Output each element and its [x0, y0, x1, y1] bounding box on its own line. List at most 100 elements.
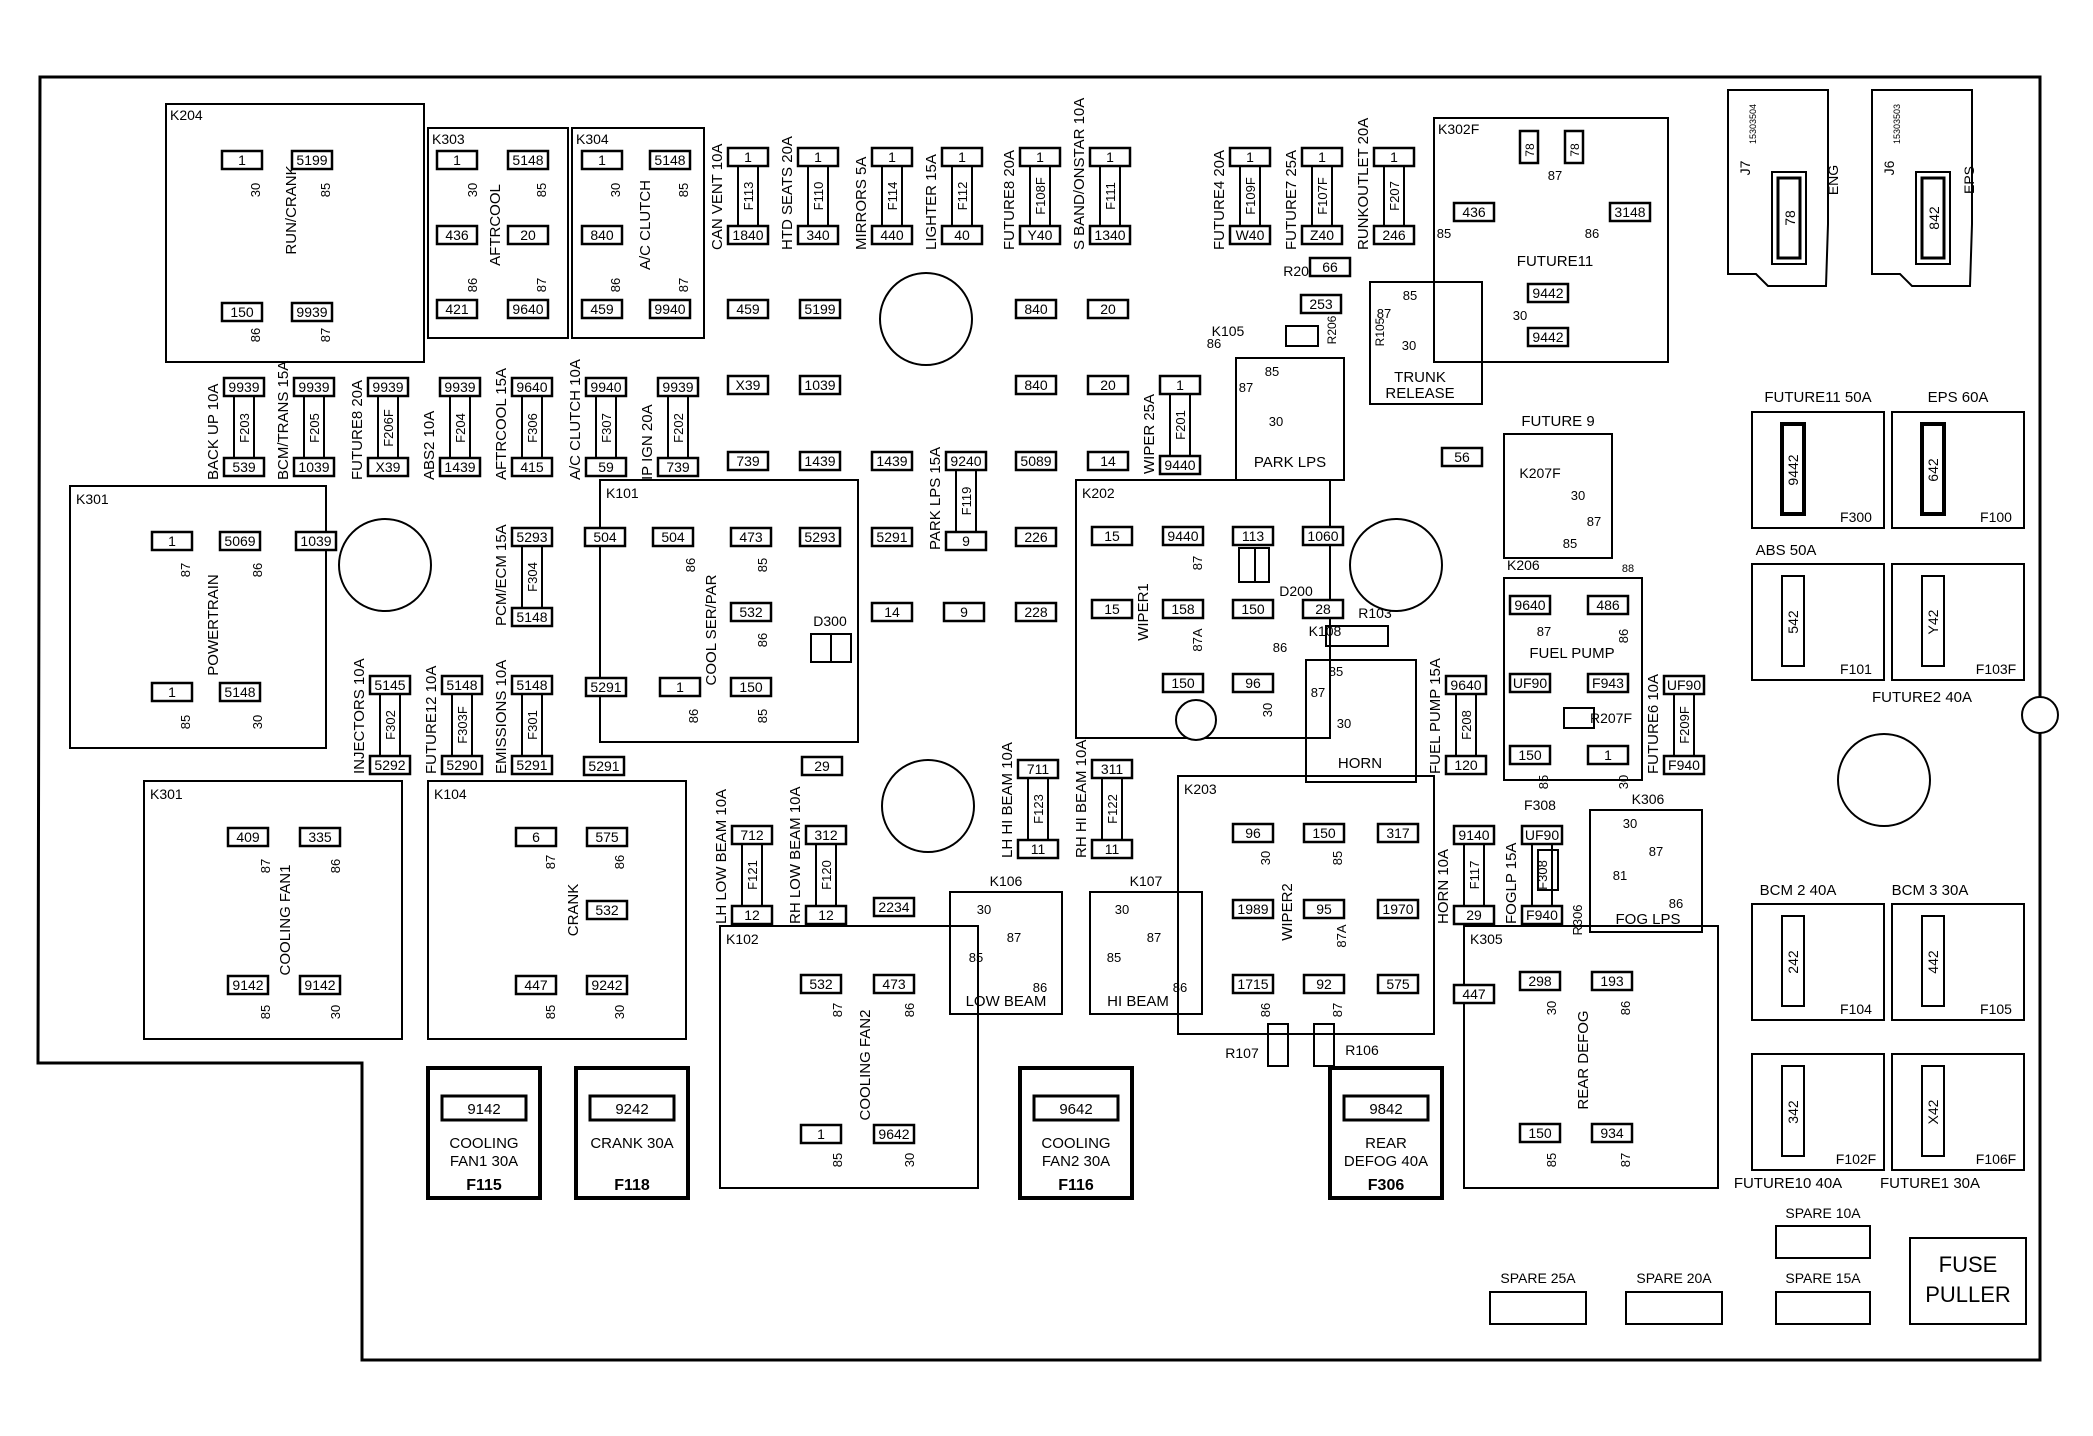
- pin: 85: [1403, 288, 1417, 303]
- maxi-fuse-id: F306: [1368, 1177, 1405, 1194]
- maxi-fuse-window: [440, 1094, 528, 1122]
- fuse-label-f306: AFTRCOOL 15A: [493, 368, 510, 480]
- pin: 30: [465, 183, 480, 197]
- terminal-label: 9939: [372, 379, 403, 395]
- fuse-label-f110: HTD SEATS 20A: [779, 136, 796, 250]
- connector-j7: [1727, 89, 1829, 287]
- fuse-label-f121: LH LOW BEAM 10A: [713, 789, 730, 924]
- terminal-label: 1: [598, 152, 606, 168]
- terminal: 436: [1452, 201, 1496, 223]
- d300: D300: [813, 613, 847, 629]
- pin: 86: [608, 278, 623, 292]
- diode: [810, 633, 832, 663]
- terminal: 15: [1090, 598, 1134, 620]
- pin: 87A: [1190, 628, 1205, 651]
- terminal-label: 840: [1024, 301, 1048, 317]
- terminal-label: 5199: [296, 152, 327, 168]
- fuse-label-f203: BACK UP 10A: [205, 384, 222, 480]
- connector-name: EPS: [1961, 166, 1977, 194]
- fuse-bottom-terminal: 1840: [726, 224, 770, 246]
- terminal-box: [220, 301, 264, 323]
- terminal-label: 5089: [1020, 453, 1051, 469]
- pin: 30: [1402, 338, 1416, 353]
- maxi-fuse-label-2: FAN2 30A: [1042, 1153, 1110, 1170]
- pin: 87: [1311, 685, 1325, 700]
- jcase-fuse-id: F102F: [1836, 1151, 1876, 1167]
- terminal-box: [1299, 293, 1343, 315]
- terminal-label: 5148: [516, 609, 547, 625]
- pin: 81: [1613, 868, 1627, 883]
- terminal: 5148: [218, 681, 262, 703]
- pin: 30: [1337, 716, 1351, 731]
- terminal-box: [1444, 754, 1488, 776]
- relay-k206: [1503, 577, 1643, 781]
- fuse-label-f201: WIPER 25A: [1141, 394, 1158, 474]
- terminal: F943: [1586, 672, 1630, 694]
- terminal-label: 5148: [446, 677, 477, 693]
- terminal-box: [1086, 374, 1130, 396]
- fuse-top-terminal: UF90: [1520, 824, 1564, 846]
- terminal-box: [800, 755, 844, 777]
- pin: 86: [1258, 1003, 1273, 1017]
- jcase-fuse-id: F103F: [1976, 661, 2016, 677]
- jcase-fuse-code: 9442: [1785, 454, 1801, 485]
- fuse-bottom-terminal: 9: [944, 530, 988, 552]
- pin: 85: [1329, 664, 1343, 679]
- maxi-fuse-code: 9242: [615, 1101, 648, 1118]
- terminal: 9440: [1161, 525, 1205, 547]
- relay-name-k105: PARK LPS: [1254, 454, 1326, 471]
- pin: 30: [328, 1005, 343, 1019]
- pin: 30: [248, 183, 263, 197]
- terminal-box: [1301, 598, 1345, 620]
- resistor-r206: [1285, 325, 1319, 347]
- terminal-label: 486: [1596, 597, 1620, 613]
- relay-name-k101: COOL SER/PAR: [703, 574, 720, 685]
- pin: 85: [534, 183, 549, 197]
- terminal-label: F940: [1526, 907, 1558, 923]
- terminal-box: [220, 149, 264, 171]
- fuse-top-terminal: 9940: [584, 376, 628, 398]
- diode-part: [1254, 547, 1270, 583]
- terminal-label: 9242: [591, 977, 622, 993]
- jcase-fuse-f102f: [1751, 1053, 1885, 1171]
- terminal-56: 56: [1440, 446, 1484, 468]
- relay-trunk: [1369, 281, 1483, 405]
- terminal-box: [1372, 224, 1416, 246]
- maxi-fuse-code: 9142: [467, 1101, 500, 1118]
- terminal-label: 1: [1176, 377, 1184, 393]
- terminal-box: [506, 298, 550, 320]
- trunk-label-2: RELEASE: [1385, 385, 1454, 402]
- terminal-box: [366, 456, 410, 478]
- fuse-bottom-terminal: 11: [1016, 838, 1060, 860]
- fuse-label-f202: IP IGN 20A: [639, 404, 656, 480]
- terminal-box: [656, 456, 700, 478]
- terminal-label: 14: [884, 604, 900, 620]
- jcase-fuse-f103f: [1891, 563, 2025, 681]
- terminal-label: 9: [960, 604, 968, 620]
- terminal: 575: [1376, 973, 1420, 995]
- terminal-1439: 1439: [798, 450, 842, 472]
- relay-k203: [1177, 775, 1435, 1035]
- pin: 87: [1377, 306, 1391, 321]
- fuse-id: F109F: [1243, 177, 1258, 215]
- jcase-fuse-id: F101: [1840, 661, 1872, 677]
- fuse-id: F202: [671, 413, 686, 443]
- r206: R206: [1325, 315, 1339, 344]
- terminal: 447: [514, 974, 558, 996]
- fuse-bottom-terminal: 440: [870, 224, 914, 246]
- pin: 86: [248, 328, 263, 342]
- terminal-box: [150, 530, 194, 552]
- terminal: 1: [799, 1123, 843, 1145]
- terminal-label: 1: [676, 679, 684, 695]
- terminal-label: 9: [962, 533, 970, 549]
- terminal-label: 9140: [1458, 827, 1489, 843]
- terminal-box: [506, 149, 550, 171]
- terminal-label: 3148: [1614, 204, 1645, 220]
- fuse-top-terminal: 9939: [222, 376, 266, 398]
- connector-part: 15303504: [1748, 104, 1758, 144]
- relay-k306: [1589, 809, 1703, 933]
- terminal: 335: [298, 826, 342, 848]
- connector-id: J7: [1737, 160, 1753, 175]
- terminal-label: 1: [168, 533, 176, 549]
- pin: 30: [1623, 816, 1637, 831]
